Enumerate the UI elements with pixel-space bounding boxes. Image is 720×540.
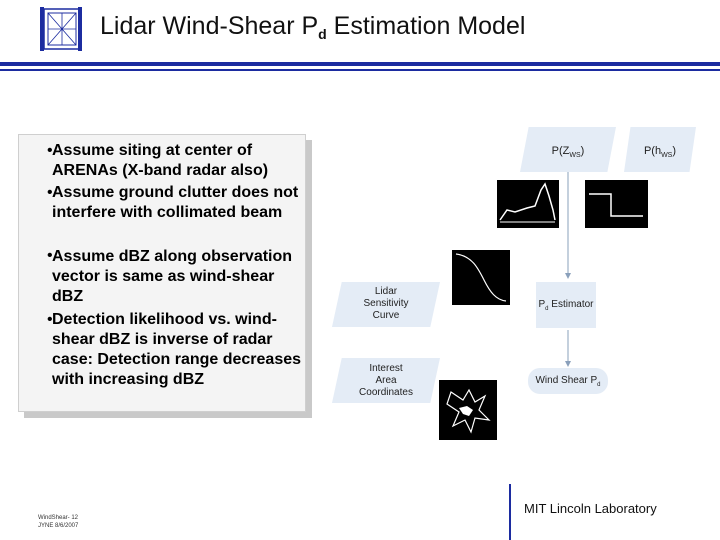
pd-estimator-box bbox=[536, 282, 596, 328]
page-title: Lidar Wind-Shear Pd Estimation Model bbox=[100, 12, 526, 42]
wind-shear-pd-output bbox=[528, 368, 608, 394]
lab-name: MIT Lincoln Laboratory bbox=[524, 501, 657, 516]
wind-shear-pd-label: Wind Shear Pd bbox=[535, 375, 601, 388]
pz-ws-label: P(ZWS) bbox=[551, 145, 585, 160]
slide-id: WindShear- 12 bbox=[38, 515, 79, 521]
author-date: JYNE 8/6/2007 bbox=[38, 523, 79, 529]
pz-ws-input bbox=[520, 127, 616, 172]
ph-ws-input bbox=[624, 127, 696, 172]
pz-ws-plot-thumbnail bbox=[497, 180, 559, 228]
lidar-curve-label: Lidar Sensitivity Curve bbox=[363, 286, 409, 321]
mit-ll-logo bbox=[40, 7, 82, 51]
bullet-marker: • bbox=[47, 311, 53, 328]
bullet-text: Assume siting at center of ARENAs (X-ban… bbox=[52, 142, 269, 179]
bullet-text: Detection likelihood vs. wind-shear dBZ … bbox=[52, 311, 302, 388]
pd-estimator-label: Pd Estimator bbox=[538, 299, 594, 312]
bullet-text: Assume ground clutter does not interfere… bbox=[52, 184, 299, 221]
header-rule-thick bbox=[0, 62, 720, 66]
interest-area-label: Interest Area Coordinates bbox=[359, 363, 413, 398]
interest-area-input bbox=[332, 358, 440, 403]
interest-area-map-thumbnail bbox=[439, 380, 497, 440]
ph-ws-label: P(hWS) bbox=[643, 145, 677, 160]
header-rule-thin bbox=[0, 69, 720, 71]
bullet-text: Assume dBZ along observation vector is s… bbox=[52, 248, 293, 305]
lidar-curve-plot-thumbnail bbox=[452, 250, 510, 305]
assumptions-panel: • Assume siting at center of ARENAs (X-b… bbox=[18, 134, 306, 412]
bullet-marker: • bbox=[47, 142, 53, 159]
ph-ws-plot-thumbnail bbox=[585, 180, 648, 228]
lidar-curve-input bbox=[332, 282, 440, 327]
bullet-marker: • bbox=[47, 247, 53, 264]
bullet-marker: • bbox=[47, 184, 53, 201]
footer-divider bbox=[509, 484, 511, 540]
